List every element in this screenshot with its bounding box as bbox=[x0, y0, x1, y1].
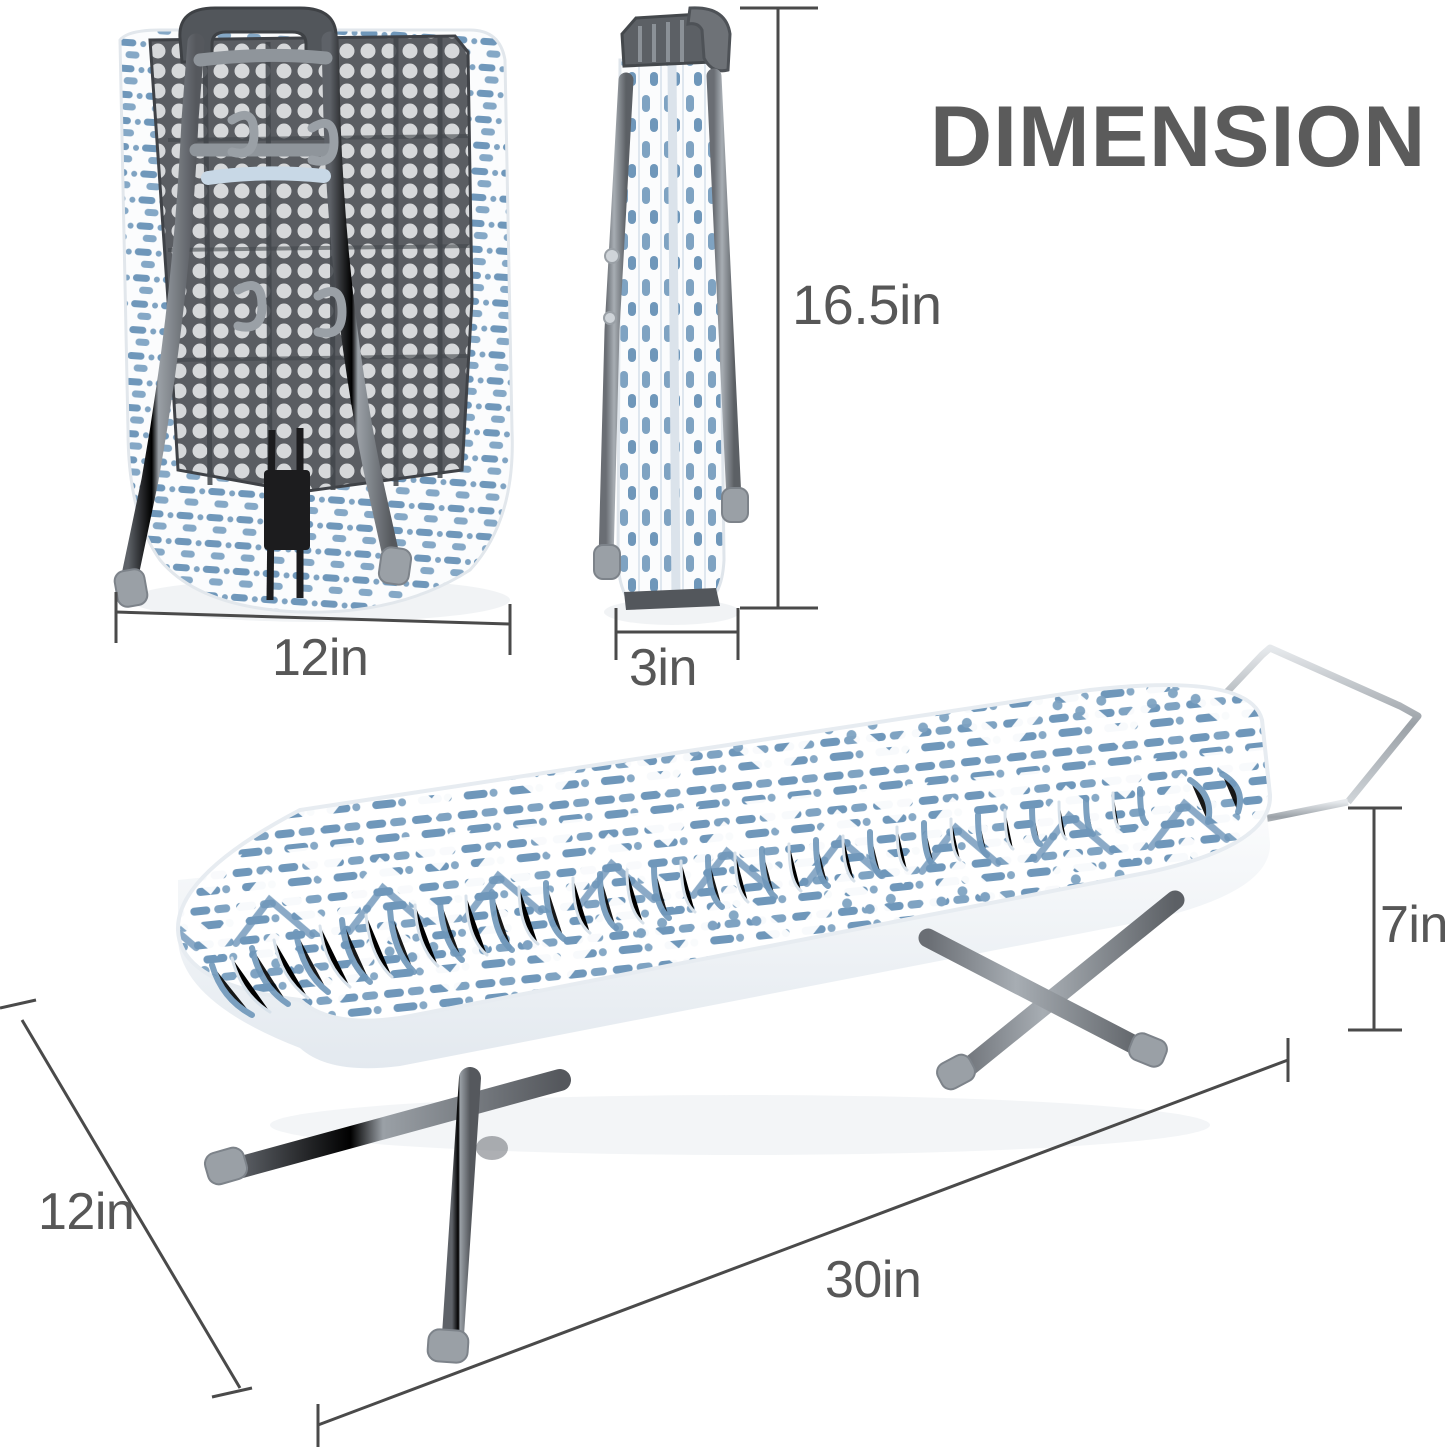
folded-board-front-view bbox=[113, 6, 514, 622]
dimension-line-12in-depth bbox=[0, 998, 253, 1399]
dimension-label-width-open: 12in bbox=[38, 1183, 135, 1241]
rear-legs bbox=[918, 890, 1185, 1088]
front-legs bbox=[227, 1067, 571, 1361]
page-title: DIMENSION bbox=[930, 89, 1427, 185]
dimension-line-12in-folded bbox=[114, 592, 512, 655]
folded-board-side-view bbox=[593, 6, 749, 625]
dimension-label-depth-folded: 3in bbox=[629, 639, 697, 697]
dimension-label-height-open: 7in bbox=[1380, 896, 1445, 954]
dimension-label-length-open: 30in bbox=[825, 1251, 922, 1309]
dimension-label-height-folded: 16.5in bbox=[792, 273, 942, 336]
dimension-line-16_5in bbox=[740, 6, 818, 610]
dimension-line-7in bbox=[1348, 806, 1402, 1032]
dimension-line-30in bbox=[316, 1038, 1290, 1447]
dimension-label-width-folded: 12in bbox=[272, 629, 369, 687]
dimension-line-3in bbox=[614, 608, 740, 660]
